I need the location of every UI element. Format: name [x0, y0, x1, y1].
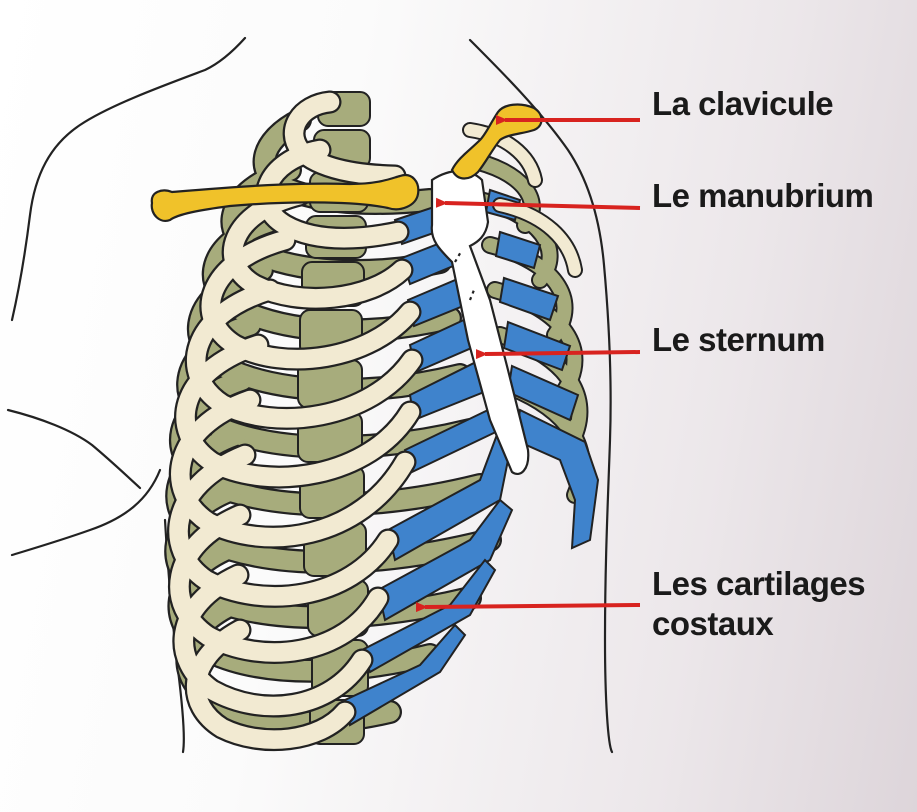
label-costal-cartilages: Les cartilages costaux: [652, 564, 865, 644]
label-clavicle: La clavicule: [652, 84, 833, 124]
label-manubrium: Le manubrium: [652, 176, 873, 216]
arrow-sternum: [485, 352, 640, 354]
label-sternum: Le sternum: [652, 320, 825, 360]
arrow-cartilages: [425, 605, 640, 607]
